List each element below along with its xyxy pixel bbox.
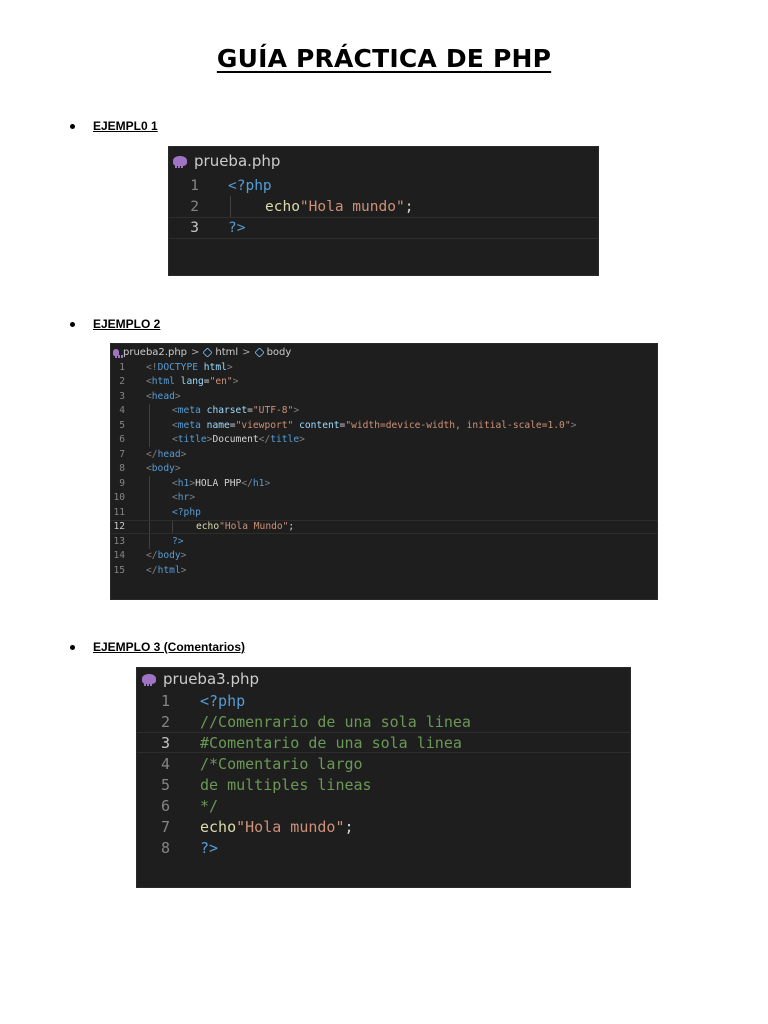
code-line: 8 <body>: [119, 463, 181, 475]
editor-tab: prueba3.php: [137, 668, 630, 690]
code-line: 7 echo"Hola mundo";: [160, 817, 354, 836]
chevron-right-icon: >: [242, 346, 251, 358]
code-line: 1 <!DOCTYPE html>: [119, 361, 233, 373]
cube-icon: [202, 346, 213, 358]
example-heading-label: EJEMPL0 1: [93, 119, 158, 133]
code-line: 8 ?>: [160, 838, 219, 857]
file-name: prueba.php: [194, 152, 281, 170]
breadcrumb-body: body: [266, 346, 292, 358]
code-line: 5 <meta name="viewport" content="width=d…: [119, 418, 577, 433]
php-elephant-icon: [113, 348, 119, 358]
code-line: 14 </body>: [113, 550, 187, 562]
code-line-active: 12 echo"Hola Mundo";: [111, 519, 657, 534]
code-line: 1 <?php: [190, 177, 272, 194]
example-1-heading: EJEMPL0 1: [70, 119, 158, 133]
code-line: 4 /*Comentario largo: [160, 754, 363, 773]
breadcrumb-html: html: [215, 346, 239, 358]
editor-tab: prueba.php: [169, 147, 598, 175]
code-line: 15 </html>: [113, 564, 187, 576]
code-line: 11 <?php: [113, 505, 201, 520]
document-title-text: GUÍA PRÁCTICA DE PHP: [216, 44, 552, 73]
bullet-icon: [70, 123, 75, 129]
chevron-right-icon: >: [191, 346, 200, 358]
code-line: 2 echo"Hola mundo";: [169, 196, 598, 217]
code-screenshot-example-1: prueba.php 1 <?php 2 echo"Hola mundo"; 3…: [168, 146, 599, 276]
example-heading-label: EJEMPLO 3 (Comentarios): [93, 640, 246, 654]
code-line: 3 <head>: [119, 390, 181, 402]
document-title: GUÍA PRÁCTICA DE PHP: [0, 44, 768, 73]
code-screenshot-example-3: prueba3.php 1 <?php 2 //Comenrario de un…: [136, 667, 631, 888]
code-line: 6 <title>Document</title>: [119, 432, 305, 447]
code-line: 2 <html lang="en">: [119, 376, 239, 388]
code-line-active: 3 #Comentario de una sola linea: [137, 732, 630, 753]
example-3-heading: EJEMPLO 3 (Comentarios): [70, 640, 245, 654]
code-line: 4 <meta charset="UTF-8">: [119, 403, 300, 418]
example-heading-label: EJEMPLO 2: [93, 317, 161, 331]
code-line: 2 //Comenrario de una sola linea: [160, 712, 471, 731]
code-line-active: 3 ?>: [169, 217, 598, 239]
php-elephant-icon: [173, 156, 187, 168]
file-name: prueba3.php: [163, 670, 259, 688]
breadcrumb-file: prueba2.php: [123, 346, 187, 358]
code-line: 5 de multiples lineas: [160, 775, 372, 794]
code-line: 6 */: [160, 796, 219, 815]
php-elephant-icon: [142, 674, 156, 686]
code-line: 1 <?php: [160, 691, 246, 710]
code-line: 9 <h1>HOLA PHP</h1>: [119, 476, 271, 491]
code-line: 10 <hr>: [113, 490, 196, 505]
bullet-icon: [70, 321, 75, 327]
code-line: 13 ?>: [113, 534, 184, 549]
bullet-icon: [70, 644, 75, 650]
cube-icon: [253, 346, 265, 358]
example-2-heading: EJEMPLO 2: [70, 317, 160, 331]
code-line: 7 </head>: [119, 448, 187, 460]
editor-breadcrumb: prueba2.php > html > body: [111, 344, 657, 360]
code-screenshot-example-2: prueba2.php > html > body 1 <!DOCTYPE ht…: [110, 343, 658, 600]
